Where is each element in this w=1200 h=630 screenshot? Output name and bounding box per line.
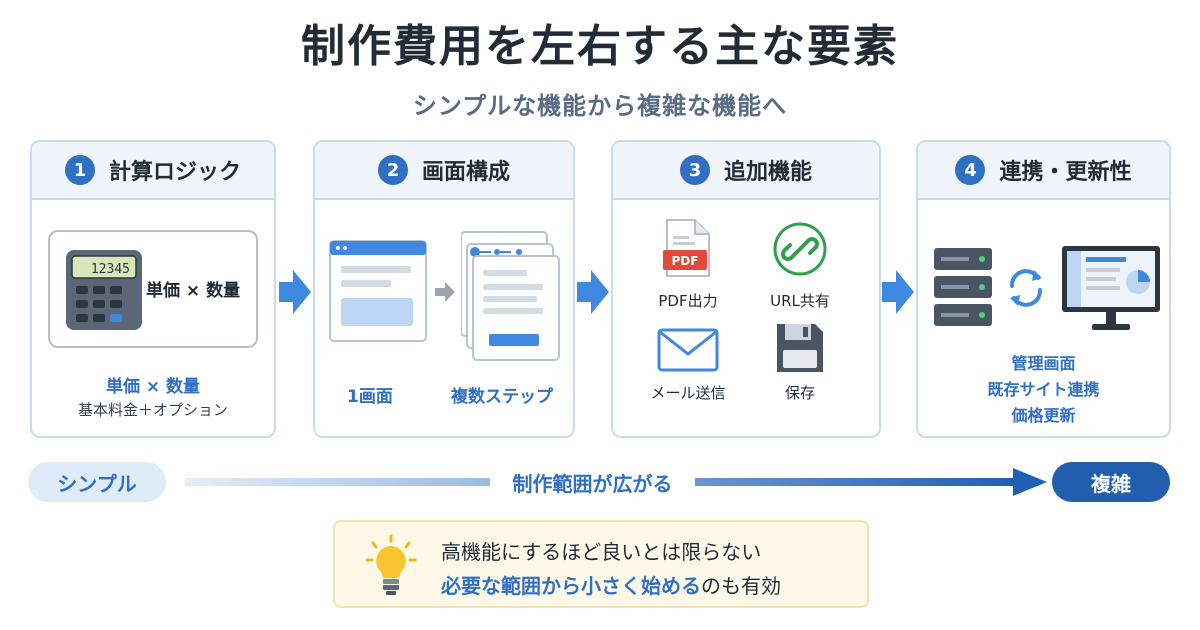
card-title: 計算ロジック	[108, 160, 241, 185]
monitor-dashboard-icon	[1062, 246, 1160, 330]
multi-step-icon	[461, 231, 560, 361]
feature-label-pdf: PDF出力	[658, 292, 718, 310]
card-integration: 4 連携・更新性 管理画面 既存サイト連携 価格更新	[916, 140, 1171, 438]
label-multi-step: 複数ステップ	[451, 387, 553, 407]
card-header: 4 連携・更新性	[918, 142, 1169, 200]
card-extra-features: 3 追加機能 PDF PDF出力 URL共有 メール送信 保存	[611, 140, 881, 438]
step-number: 1	[64, 155, 95, 185]
caption-formula: 単価 × 数量	[105, 377, 201, 397]
card-header: 2 画面構成	[315, 142, 573, 200]
flow-arrow-1	[279, 270, 311, 314]
card-header: 3 追加機能	[613, 142, 879, 200]
arrow-right-icon	[435, 282, 455, 302]
tip-emphasis: 必要な範囲から小さく始める	[441, 574, 701, 598]
card-calc-logic: 1 計算ロジック 12345 単価 × 数量 単価 × 数量 基本料金＋オプショ…	[30, 140, 276, 438]
scale-simple-pill: シンプル	[28, 462, 166, 502]
pdf-badge: PDF	[672, 254, 699, 268]
card-title: 連携・更新性	[999, 160, 1132, 185]
tip-text-line1: 高機能にするほど良いとは限らない	[441, 540, 762, 564]
save-disk-icon	[777, 324, 823, 372]
feature-label-mail: メール送信	[650, 384, 726, 402]
link-icon	[773, 222, 827, 276]
flow-arrow-2	[577, 270, 609, 314]
calculator-display: 12345	[91, 262, 130, 277]
scale-range-label: 制作範囲が広がる	[490, 468, 695, 497]
tip-text-line2: 必要な範囲から小さく始めるのも有効	[441, 570, 781, 599]
pdf-file-icon: PDF	[663, 219, 710, 277]
flow-arrow-3	[882, 270, 914, 314]
page-subtitle: シンプルな機能から複雑な機能へ	[412, 92, 788, 120]
scale-complex-pill: 複雑	[1052, 462, 1170, 502]
step-number: 2	[377, 155, 408, 185]
card-header: 1 計算ロジック	[32, 142, 274, 200]
feature-label-url: URL共有	[770, 292, 830, 310]
caption-pricing: 基本料金＋オプション	[77, 401, 228, 419]
lightbulb-icon	[365, 534, 417, 595]
server-icon	[934, 248, 992, 326]
calculator-icon: 12345	[66, 250, 142, 330]
tip-rest: のも有効	[701, 574, 781, 598]
integration-item: 価格更新	[1011, 406, 1076, 425]
page-title: 制作費用を左右する主な要素	[301, 21, 899, 72]
card-title: 追加機能	[723, 160, 812, 185]
formula-label: 単価 × 数量	[146, 281, 241, 301]
tip-box: 高機能にするほど良いとは限らない 必要な範囲から小さく始めるのも有効	[333, 520, 869, 608]
single-screen-icon	[329, 240, 427, 342]
card-title: 画面構成	[421, 160, 510, 185]
step-number: 4	[955, 155, 986, 185]
label-single-screen: 1画面	[347, 387, 393, 407]
integration-item: 管理画面	[1011, 354, 1076, 373]
feature-label-save: 保存	[784, 384, 815, 402]
sync-icon	[1010, 269, 1042, 307]
step-number: 3	[679, 155, 710, 185]
mail-icon	[657, 328, 719, 372]
integration-item: 既存サイト連携	[987, 380, 1100, 399]
calculator-panel	[48, 230, 258, 348]
card-screen-layout: 2 画面構成 1画面 複数ステップ	[313, 140, 575, 438]
